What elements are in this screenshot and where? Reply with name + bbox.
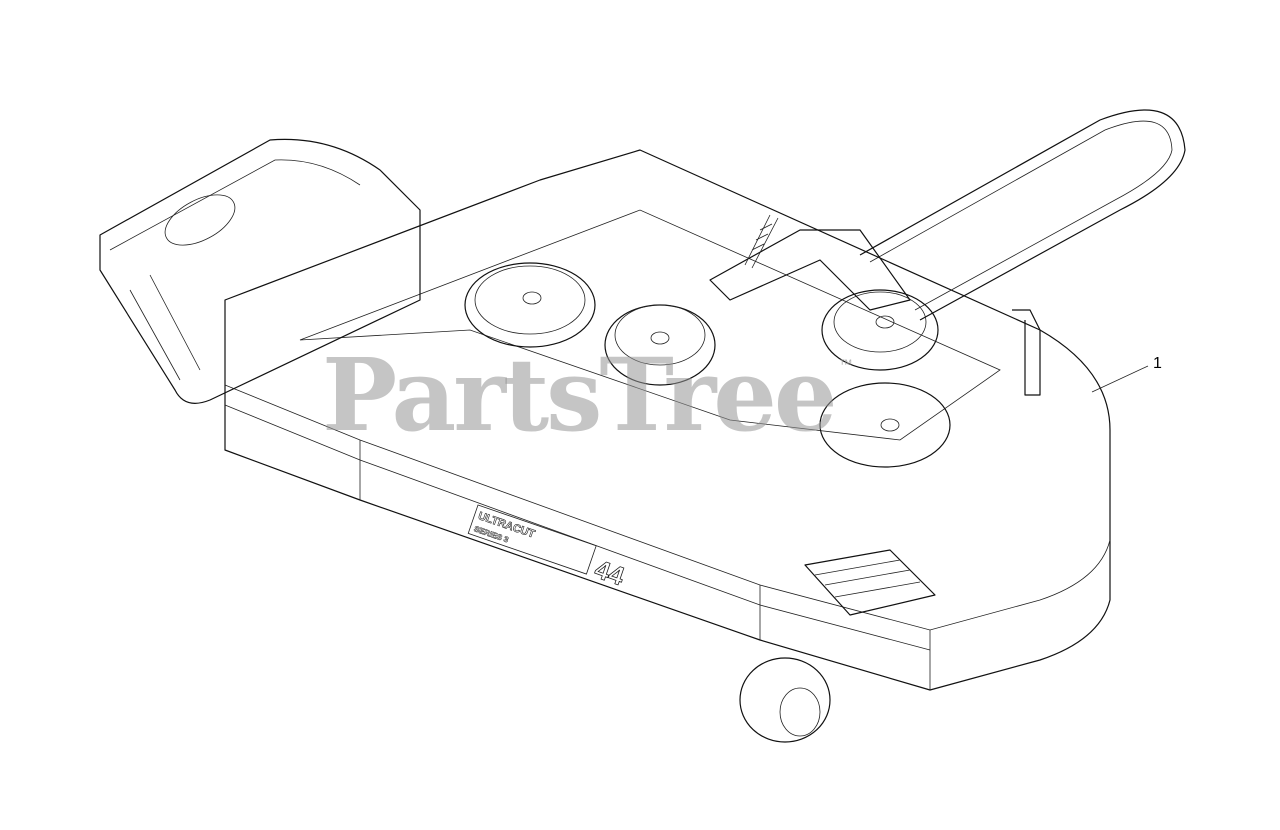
tension-spring <box>744 214 779 269</box>
deck-skirt-edges <box>359 440 931 690</box>
badge-size: 44 <box>591 554 629 592</box>
drive-belt-inner <box>869 120 1173 311</box>
hitch-logo-emblem <box>164 194 236 246</box>
step-pad <box>804 549 936 616</box>
deck-badge: ULTRACUT SERIES 3 44 <box>467 504 629 592</box>
pulley-left <box>464 262 596 348</box>
deck-shell <box>224 149 1111 691</box>
deck-top-panel <box>299 209 1001 441</box>
idler-arm <box>709 229 911 311</box>
deck-skirt-line <box>224 384 1111 631</box>
drive-belt <box>859 109 1186 321</box>
watermark-trademark: ™ <box>838 356 853 372</box>
front-hitch <box>99 138 421 404</box>
callout-1[interactable]: 1 <box>1153 355 1162 372</box>
watermark: PartsTree <box>322 336 838 454</box>
callout-leader <box>1091 365 1149 393</box>
pulley-center <box>604 304 716 386</box>
idler-pulley-right <box>821 289 939 371</box>
step-pad-ribs <box>814 559 921 598</box>
watermark-group: PartsTree ™ <box>322 345 853 445</box>
front-hitch-detail <box>109 159 361 381</box>
deck-skirt-lower <box>224 404 931 651</box>
front-roller-wheel <box>739 657 831 743</box>
spindle-pulley-right <box>819 382 951 468</box>
right-bracket-post <box>1012 309 1041 396</box>
